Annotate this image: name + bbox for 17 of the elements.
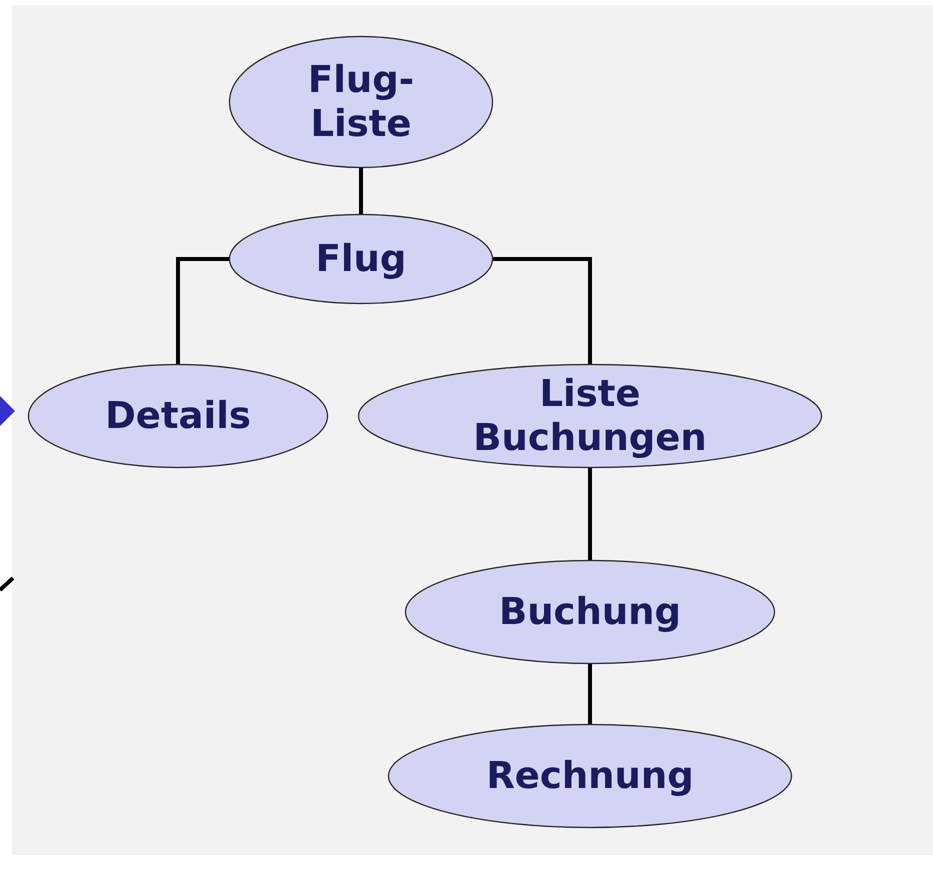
ellipse-node — [229, 36, 493, 168]
connector-line — [588, 664, 592, 724]
ellipse-node — [28, 364, 328, 468]
ellipse-node — [405, 560, 775, 664]
ellipse-node — [229, 214, 493, 304]
connector-line — [359, 168, 363, 214]
ellipse-node — [358, 364, 822, 468]
node-label: Flug — [314, 236, 408, 282]
connector-line — [176, 257, 229, 364]
connector-line — [493, 257, 592, 364]
node-label: Liste Buchungen — [472, 372, 708, 460]
connector-line — [588, 468, 592, 560]
ellipse-node — [388, 724, 792, 828]
node-label: Flug- Liste — [306, 58, 416, 146]
node-label: Rechnung — [485, 754, 695, 798]
node-label: Details — [104, 394, 252, 438]
node-label: Buchung — [498, 590, 682, 634]
